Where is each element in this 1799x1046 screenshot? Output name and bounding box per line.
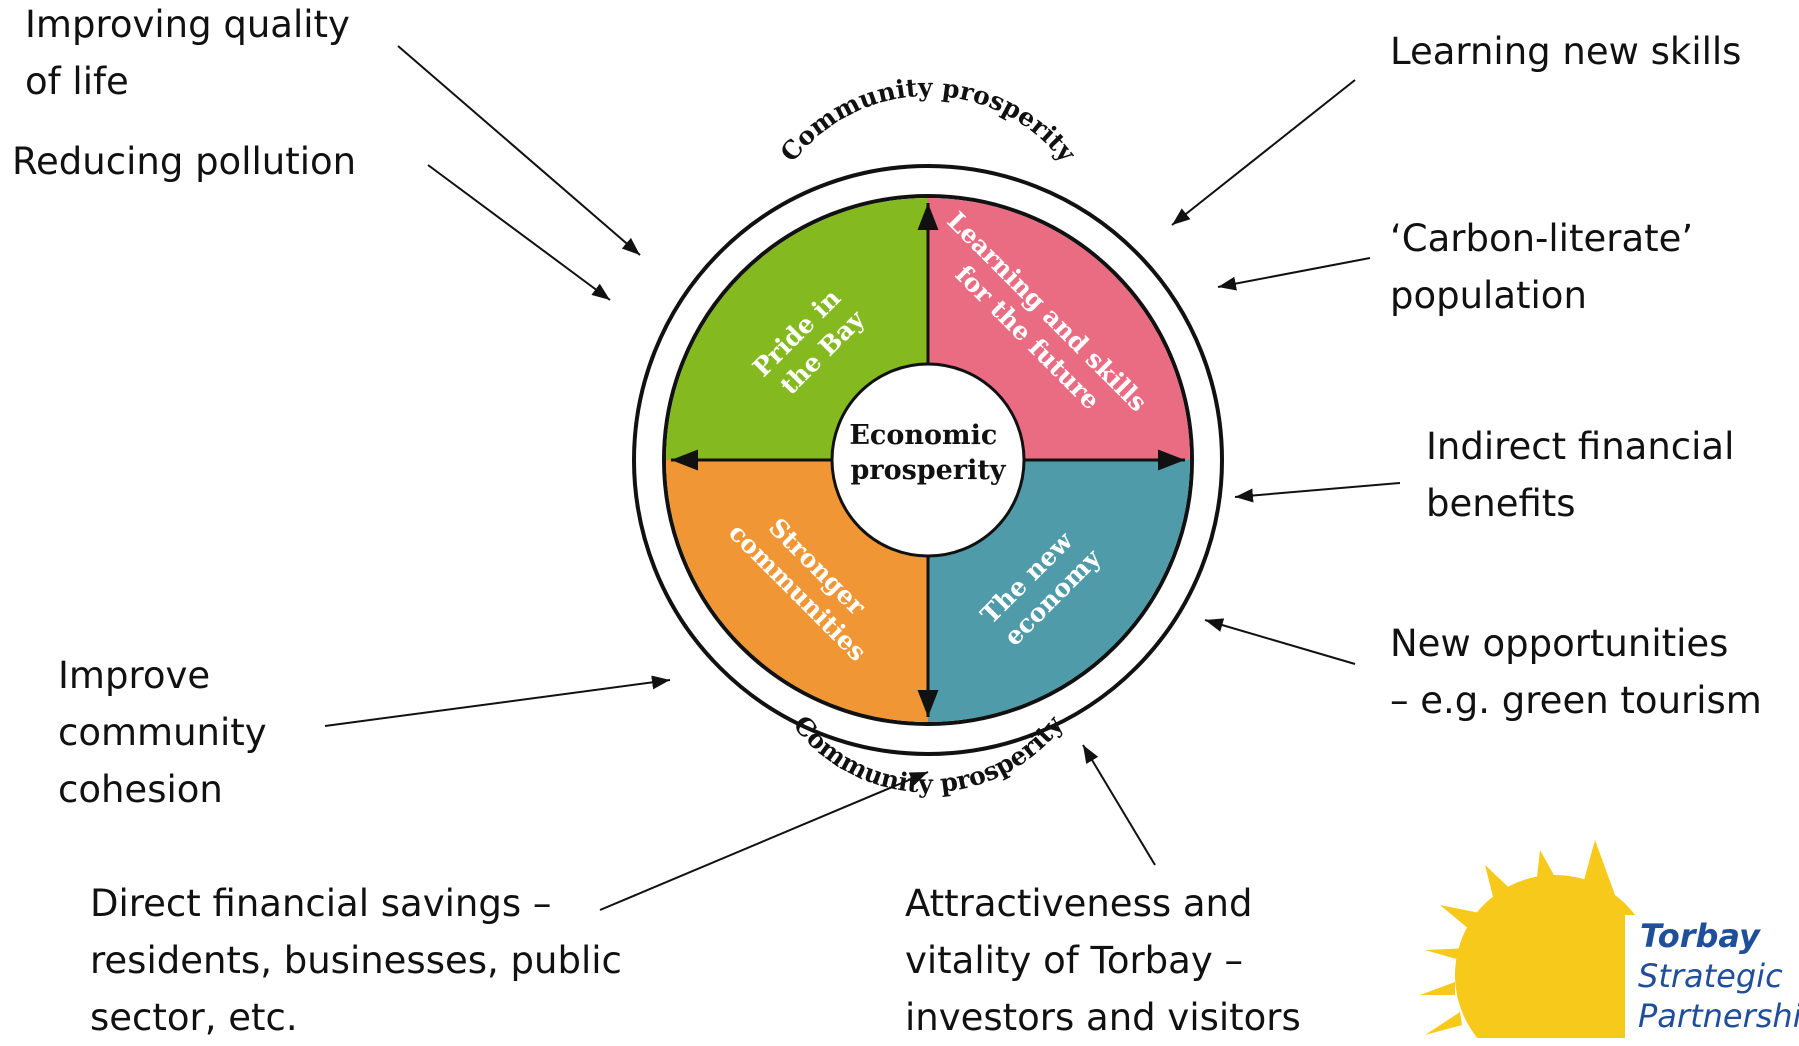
arrow-new-opportunities: [1204, 618, 1356, 665]
label-indirect-financial: Indirect financial benefits: [1426, 425, 1735, 525]
logo-line-3: Partnership: [1638, 997, 1799, 1035]
ring-label-top: Community prosperity: [775, 73, 1083, 168]
arrow-improving-quality: [397, 45, 641, 256]
label-improving-quality: Improving quality of life: [25, 3, 350, 103]
arrow-direct-financial: [599, 771, 929, 911]
logo-line-2: Strategic: [1638, 957, 1783, 995]
torbay-logo: Torbay Strategic Partnership: [1420, 840, 1799, 1038]
label-attractiveness: Attractiveness and vitality of Torbay – …: [905, 882, 1301, 1039]
label-direct-financial: Direct financial savings – residents, bu…: [90, 882, 622, 1039]
label-reducing-pollution: Reducing pollution: [12, 140, 357, 183]
arrow-carbon-literate: [1217, 257, 1371, 291]
label-new-opportunities: New opportunities – e.g. green tourism: [1390, 622, 1762, 722]
arrow-indirect-financial: [1234, 482, 1401, 503]
center-label: Economic prosperity: [849, 420, 1006, 486]
arrow-reducing-pollution: [427, 164, 611, 301]
label-carbon-literate: ‘Carbon-literate’ population: [1390, 217, 1694, 317]
logo-line-1: Torbay: [1640, 917, 1761, 955]
label-learning-new-skills: Learning new skills: [1390, 30, 1742, 73]
arrow-improve-community: [324, 675, 671, 727]
arrow-attractiveness: [1082, 744, 1156, 866]
sun-icon: [1420, 840, 1655, 1038]
label-improve-community: Improve community cohesion: [58, 654, 267, 811]
arrow-learning-new-skills: [1171, 79, 1356, 226]
center-circle: [830, 362, 1026, 558]
